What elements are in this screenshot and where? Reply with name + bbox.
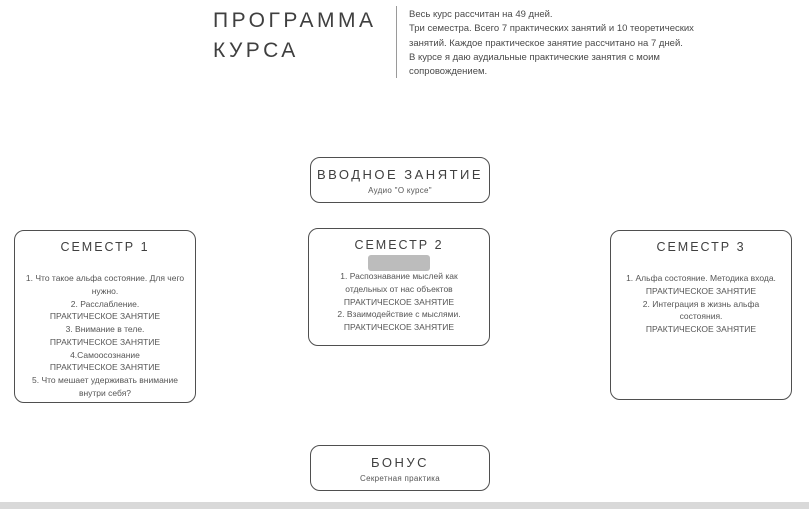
semester-item: 1. Что такое альфа состояние. Для чего н… [25,273,185,296]
intro-lesson-box: ВВОДНОЕ ЗАНЯТИЕ Аудио "О курсе" [310,157,490,203]
course-description-paragraph: В курсе я даю аудиальные практические за… [409,51,660,77]
course-description-paragraph: Весь курс рассчитан на 49 дней. [409,9,553,20]
semester-1-box: СЕМЕСТР 1 1. Что такое альфа состояние. … [14,230,196,403]
semester-item: ПРАКТИЧЕСКОЕ ЗАНЯТИЕ [645,285,757,296]
semester-2-box: СЕМЕСТР 2 1. Распознавание мыслей как от… [308,228,490,346]
semester-item: 3. Внимание в теле. [65,324,145,334]
semester-item: ПРАКТИЧЕСКОЕ ЗАНЯТИЕ [645,324,757,334]
bonus-box: БОНУС Секретная практика [310,445,490,491]
semester-item: ПРАКТИЧЕСКОЕ ЗАНЯТИЕ [49,362,161,373]
semester-item: ПРАКТИЧЕСКОЕ ЗАНЯТИЕ [49,311,161,322]
semester-item: 1. Альфа состояние. Методика входа. [626,273,776,283]
page-title-line1: ПРОГРАММА [213,9,377,32]
semester-item: 4.Самоосознание [70,349,140,360]
semester-item: 5. Что мешает удерживать внимание внутри… [32,375,178,398]
bonus-title: БОНУС [370,455,430,470]
semester-item: ПРАКТИЧЕСКОЕ ЗАНЯТИЕ [49,336,161,347]
bonus-subtitle: Секретная практика [360,474,440,483]
semester-item: 2. Интеграция в жизнь альфа состояния. [642,298,760,322]
header-divider [396,6,397,78]
page-title: ПРОГРАММА КУРСА [213,6,396,67]
semester-3-box: СЕМЕСТР 3 1. Альфа состояние. Методика в… [610,230,792,400]
semester-item: ПРАКТИЧЕСКОЕ ЗАНЯТИЕ [343,296,455,307]
faded-badge [368,255,430,271]
semester-1-title: СЕМЕСТР 1 [60,240,150,254]
semester-3-lines: 1. Альфа состояние. Методика входа. ПРАК… [611,272,791,336]
semester-item: ПРАКТИЧЕСКОЕ ЗАНЯТИЕ [343,322,455,332]
semester-item: 2. Расслабление. [70,298,140,309]
semester-item: 1. Распознавание мыслей как отдельных от… [340,271,458,294]
bottom-strip [0,502,809,509]
course-description-paragraph: Три семестра. Всего 7 практических занят… [409,23,694,49]
semester-2-title: СЕМЕСТР 2 [354,238,444,252]
intro-lesson-subtitle: Аудио "О курсе" [368,186,432,195]
semester-item: 2. Взаимодействие с мыслями. [337,309,461,320]
semester-3-title: СЕМЕСТР 3 [656,240,746,254]
course-description: Весь курс рассчитан на 49 дней. Три семе… [409,6,701,79]
page-title-line2: КУРСА [213,39,299,63]
semester-1-lines: 1. Что такое альфа состояние. Для чего н… [15,272,195,400]
header: ПРОГРАММА КУРСА Весь курс рассчитан на 4… [213,6,701,79]
intro-lesson-title: ВВОДНОЕ ЗАНЯТИЕ [316,167,484,182]
semester-2-lines: 1. Распознавание мыслей как отдельных от… [309,270,489,334]
